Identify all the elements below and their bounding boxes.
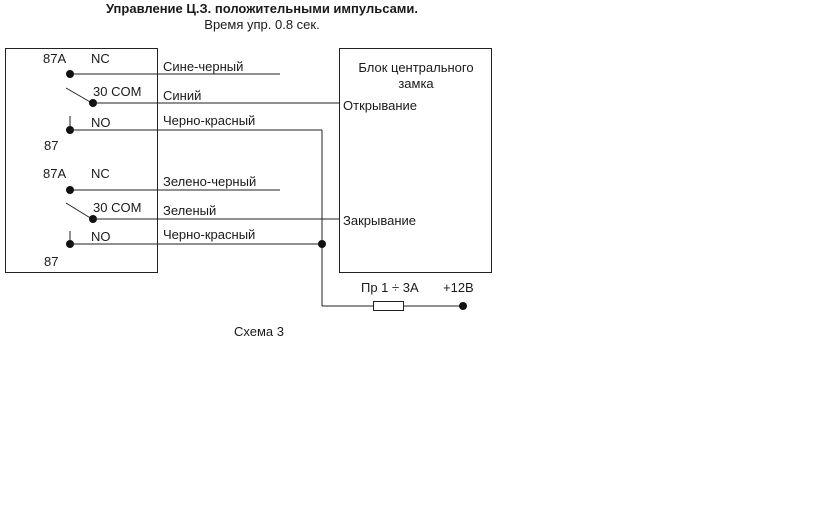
relay1-wire-com-label: Синий [163, 88, 201, 103]
relay1-nc-contact [66, 70, 74, 78]
relay1-pin-87a: 87A [43, 51, 66, 66]
relay1-com-label: 30 COM [93, 84, 141, 99]
relay1-switch-arm [65, 87, 93, 104]
lock-unit-close-input: Закрывание [343, 213, 416, 228]
diagram-subtitle: Время упр. 0.8 сек. [204, 17, 319, 32]
relay2-pin-87: 87 [44, 254, 58, 269]
relay2-wire-com-label: Зеленый [163, 203, 216, 218]
lock-unit-open-input: Открывание [343, 98, 417, 113]
supply-label: +12В [443, 280, 474, 295]
relay2-wire-nc-label: Зелено-черный [163, 174, 256, 189]
lock-unit-title-line2: замка [398, 76, 434, 91]
relay1-wire-nc-label: Сине-черный [163, 59, 243, 74]
supply-terminal-dot [459, 302, 467, 310]
relay1-wire-no-label: Черно-красный [163, 113, 255, 128]
relay2-wire-no-label: Черно-красный [163, 227, 255, 242]
relay1-no-label: NO [91, 115, 111, 130]
fuse-label: Пр 1 ÷ 3А [361, 280, 419, 295]
relay2-nc-contact [66, 186, 74, 194]
bus-junction-dot [318, 240, 326, 248]
relay2-no-label: NO [91, 229, 111, 244]
diagram-title: Управление Ц.З. положительными импульсам… [106, 1, 418, 16]
relay1-nc-label: NC [91, 51, 110, 66]
relay-box [5, 48, 158, 273]
fuse-symbol [373, 301, 404, 311]
diagram-caption: Схема 3 [234, 324, 284, 339]
relay2-nc-label: NC [91, 166, 110, 181]
relay2-pin-87a: 87A [43, 166, 66, 181]
relay2-com-label: 30 COM [93, 200, 141, 215]
relay2-switch-arm [65, 202, 93, 220]
central-lock-unit-box [339, 48, 492, 273]
lock-unit-title-line1: Блок центрального [358, 60, 473, 75]
relay1-pin-87: 87 [44, 138, 58, 153]
